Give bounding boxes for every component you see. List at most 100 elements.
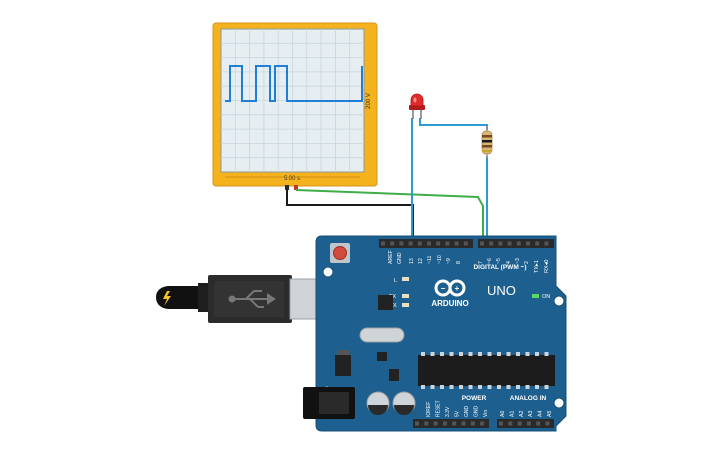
chip-pin xyxy=(516,385,520,389)
digital-pin-label: 4 xyxy=(506,261,512,264)
header-hole[interactable] xyxy=(480,241,484,246)
mounting-hole xyxy=(322,266,334,278)
header-hole[interactable] xyxy=(463,241,468,246)
arduino-brand: ARDUINO xyxy=(431,299,468,308)
digital-pin-label: 13 xyxy=(409,258,415,264)
bottom-header-holes xyxy=(415,421,550,426)
atmega-chip-pins xyxy=(421,352,549,389)
small-chip xyxy=(377,352,387,361)
reset-button[interactable] xyxy=(333,246,347,260)
header-hole[interactable] xyxy=(442,421,447,426)
l-led-label: L xyxy=(394,278,397,284)
chip-pin xyxy=(487,385,492,389)
header-hole[interactable] xyxy=(399,241,404,246)
atmega-chip xyxy=(418,355,555,386)
header-hole[interactable] xyxy=(499,421,503,426)
digital-header-holes xyxy=(381,241,549,246)
chip-pin xyxy=(449,352,454,356)
header-hole[interactable] xyxy=(526,241,530,246)
header-hole[interactable] xyxy=(381,241,385,246)
l-led xyxy=(402,277,409,281)
digital-header-right[interactable] xyxy=(478,239,554,248)
wires xyxy=(286,118,488,244)
usb-strain-relief xyxy=(198,283,210,312)
header-hole[interactable] xyxy=(415,421,419,426)
digital-pin-label: 2 xyxy=(524,261,530,264)
on-label: ON xyxy=(542,294,550,300)
header-hole[interactable] xyxy=(408,241,413,246)
chip-pin xyxy=(535,352,539,356)
analog-pin-label: A5 xyxy=(547,411,553,417)
header-hole[interactable] xyxy=(445,241,450,246)
usb-cable[interactable] xyxy=(156,275,337,323)
header-hole[interactable] xyxy=(461,421,466,426)
mounting-hole xyxy=(553,295,565,307)
header-hole[interactable] xyxy=(433,421,438,426)
power-led xyxy=(532,294,539,298)
rx0-label: RX◂0 xyxy=(544,260,550,273)
header-hole[interactable] xyxy=(535,241,540,246)
header-hole[interactable] xyxy=(480,421,485,426)
header-hole[interactable] xyxy=(489,241,494,246)
header-hole[interactable] xyxy=(517,421,522,426)
capacitor-mark xyxy=(394,405,414,415)
header-hole[interactable] xyxy=(470,421,475,426)
voltage-regulator xyxy=(335,355,351,376)
chip-pin xyxy=(544,352,549,356)
header-hole[interactable] xyxy=(507,241,512,246)
chip-pin xyxy=(440,385,444,389)
resistor[interactable] xyxy=(481,126,493,158)
probe-terminal-negative[interactable] xyxy=(285,185,289,190)
header-hole[interactable] xyxy=(427,241,431,246)
analog-header[interactable] xyxy=(497,419,554,428)
chip-pin xyxy=(459,352,463,356)
wire-green[interactable] xyxy=(295,189,484,244)
digital-pin-label: AREF xyxy=(388,250,394,264)
chip-pin xyxy=(459,385,463,389)
crystal-oscillator xyxy=(359,327,405,343)
header-hole[interactable] xyxy=(508,421,513,426)
header-hole[interactable] xyxy=(454,241,459,246)
header-hole[interactable] xyxy=(536,421,541,426)
digital-pin-label: ~10 xyxy=(437,255,443,264)
led-dome xyxy=(410,93,424,107)
logo-minus: − xyxy=(441,284,446,293)
header-hole[interactable] xyxy=(516,241,521,246)
digital-pin-label: ~6 xyxy=(487,258,493,264)
digital-header-label: DIGITAL (PWM ~) xyxy=(473,264,526,271)
oscilloscope[interactable]: 200 V 5.00 s xyxy=(212,22,378,190)
tx-led xyxy=(402,294,409,298)
red-led[interactable] xyxy=(409,93,425,119)
header-hole[interactable] xyxy=(498,241,503,246)
power-pin-label: GND xyxy=(464,406,470,418)
header-hole[interactable] xyxy=(390,241,395,246)
power-pin-label: IOREF xyxy=(426,402,432,417)
chip-pin xyxy=(506,352,511,356)
header-hole[interactable] xyxy=(452,421,457,426)
resistor-band-3 xyxy=(482,145,492,148)
wire-blue-led-resistor[interactable] xyxy=(419,118,488,130)
analog-pin-label: A0 xyxy=(500,411,506,417)
power-pin-label: GND xyxy=(474,406,480,418)
header-hole[interactable] xyxy=(545,421,550,426)
resistor-band-2 xyxy=(482,140,492,143)
chip-pin xyxy=(478,352,482,356)
digital-header-left[interactable] xyxy=(379,239,473,248)
header-hole[interactable] xyxy=(424,421,429,426)
small-regulator xyxy=(389,369,399,381)
chip-pin xyxy=(525,352,530,356)
analog-pin-label: A1 xyxy=(509,411,515,417)
power-header[interactable] xyxy=(413,419,489,428)
arduino-infinity-logo-icon xyxy=(434,279,466,297)
chip-pin xyxy=(544,385,549,389)
header-hole[interactable] xyxy=(526,421,531,426)
logo-plus: + xyxy=(455,284,460,293)
header-hole[interactable] xyxy=(436,241,441,246)
header-hole[interactable] xyxy=(544,241,549,246)
chip-pin xyxy=(478,385,482,389)
probe-terminal-positive[interactable] xyxy=(294,185,298,190)
header-hole[interactable] xyxy=(417,241,422,246)
